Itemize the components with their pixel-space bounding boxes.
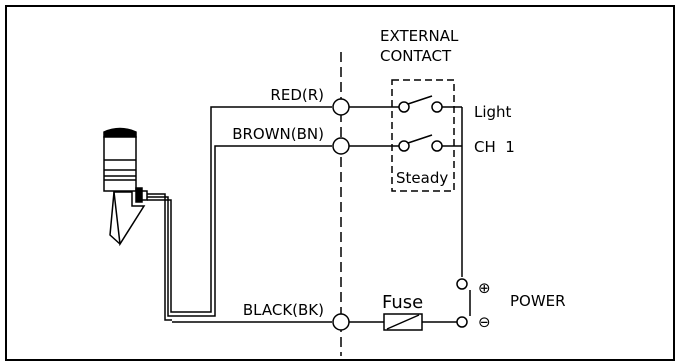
ch1-terminal-label: CH 1 bbox=[474, 138, 515, 156]
fuse-label: Fuse bbox=[382, 292, 423, 313]
fuse-symbol bbox=[383, 313, 423, 331]
power-minus-symbol: ⊖ bbox=[478, 313, 491, 331]
cable-bundle bbox=[147, 193, 172, 321]
red-wire-label: RED(R) bbox=[270, 86, 324, 104]
external-contact-box bbox=[391, 79, 455, 192]
light-terminal-label: Light bbox=[474, 103, 512, 121]
power-switch bbox=[456, 278, 471, 328]
power-label: POWER bbox=[510, 292, 566, 310]
terminal-black bbox=[332, 313, 350, 331]
black-wire-label: BLACK(BK) bbox=[243, 301, 324, 319]
steady-mode-label: Steady bbox=[396, 169, 448, 187]
external-contact-label-line2: CONTACT bbox=[380, 47, 452, 65]
diagram-frame bbox=[5, 5, 675, 361]
terminal-red bbox=[332, 98, 350, 116]
red-wire bbox=[172, 106, 332, 313]
power-plus-symbol: ⊕ bbox=[478, 279, 491, 297]
light-switch bbox=[398, 95, 462, 113]
brown-wire bbox=[172, 145, 332, 317]
terminal-brown bbox=[332, 137, 350, 155]
ch1-switch bbox=[398, 134, 462, 152]
brown-wire-label: BROWN(BN) bbox=[232, 125, 324, 143]
beacon-device bbox=[103, 127, 148, 247]
external-contact-label-line1: EXTERNAL bbox=[380, 27, 459, 45]
